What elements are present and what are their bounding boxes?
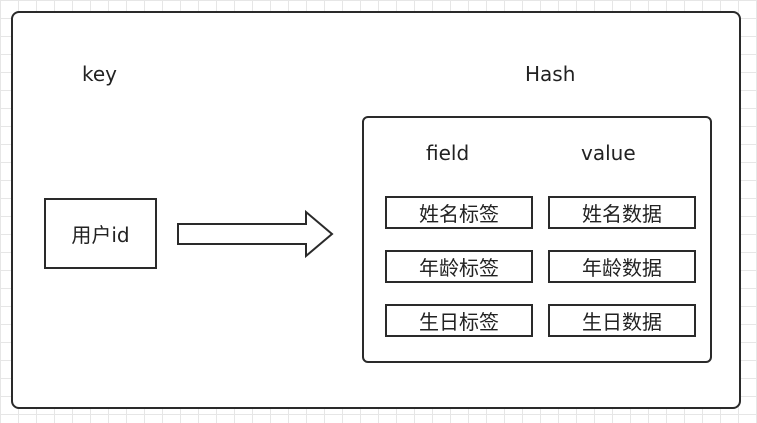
field-header: field — [426, 141, 470, 165]
key-box: 用户id — [44, 198, 157, 269]
key-label: key — [82, 62, 118, 86]
field-cell-name: 姓名标签 — [385, 196, 533, 229]
field-cell-age: 年龄标签 — [385, 250, 533, 283]
field-cell-birthday: 生日标签 — [385, 304, 533, 337]
hash-label: Hash — [525, 62, 576, 86]
value-header: value — [581, 141, 636, 165]
mapping-arrow — [177, 209, 334, 259]
value-cell-birthday: 生日数据 — [548, 304, 696, 337]
value-cell-name: 姓名数据 — [548, 196, 696, 229]
arrow-shape — [177, 209, 334, 259]
key-box-text: 用户id — [71, 223, 130, 247]
value-cell-age: 年龄数据 — [548, 250, 696, 283]
